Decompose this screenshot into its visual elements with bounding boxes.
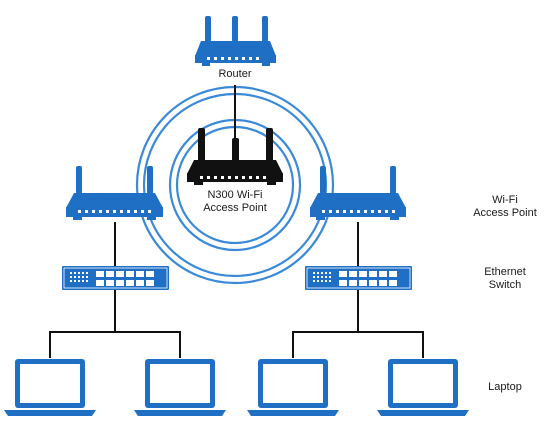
- access-point-icon-left: [66, 166, 163, 220]
- center-access-point-label: N300 Wi-Fi Access Point: [190, 189, 280, 215]
- legend-switch-label: Ethernet Switch: [465, 266, 545, 292]
- laptop-icon-1: [4, 359, 96, 416]
- laptop-icon-3: [247, 359, 339, 416]
- laptop-icon-4: [377, 359, 469, 416]
- legend-switch-line1: Ethernet: [484, 266, 526, 278]
- access-point-icon-right: [310, 166, 406, 220]
- center-access-point-label-line1: N300 Wi-Fi: [207, 189, 263, 201]
- legend-access-point-line1: Wi-Fi: [492, 194, 518, 206]
- ethernet-switch-icon-right: [305, 266, 412, 290]
- laptop-icon-2: [134, 359, 226, 416]
- legend-access-point-label: Wi-Fi Access Point: [465, 194, 545, 220]
- legend-access-point-line2: Access Point: [473, 207, 537, 219]
- legend-laptop-label: Laptop: [465, 381, 545, 394]
- router-label: Router: [205, 68, 265, 81]
- ethernet-switch-icon-left: [62, 266, 169, 290]
- center-access-point-icon: [187, 128, 283, 185]
- network-cables: [49, 85, 424, 358]
- router-icon: [195, 16, 276, 66]
- legend-laptop-text: Laptop: [488, 381, 522, 393]
- router-label-text: Router: [218, 68, 252, 80]
- legend-switch-line2: Switch: [488, 279, 522, 291]
- center-access-point-label-line2: Access Point: [203, 202, 267, 214]
